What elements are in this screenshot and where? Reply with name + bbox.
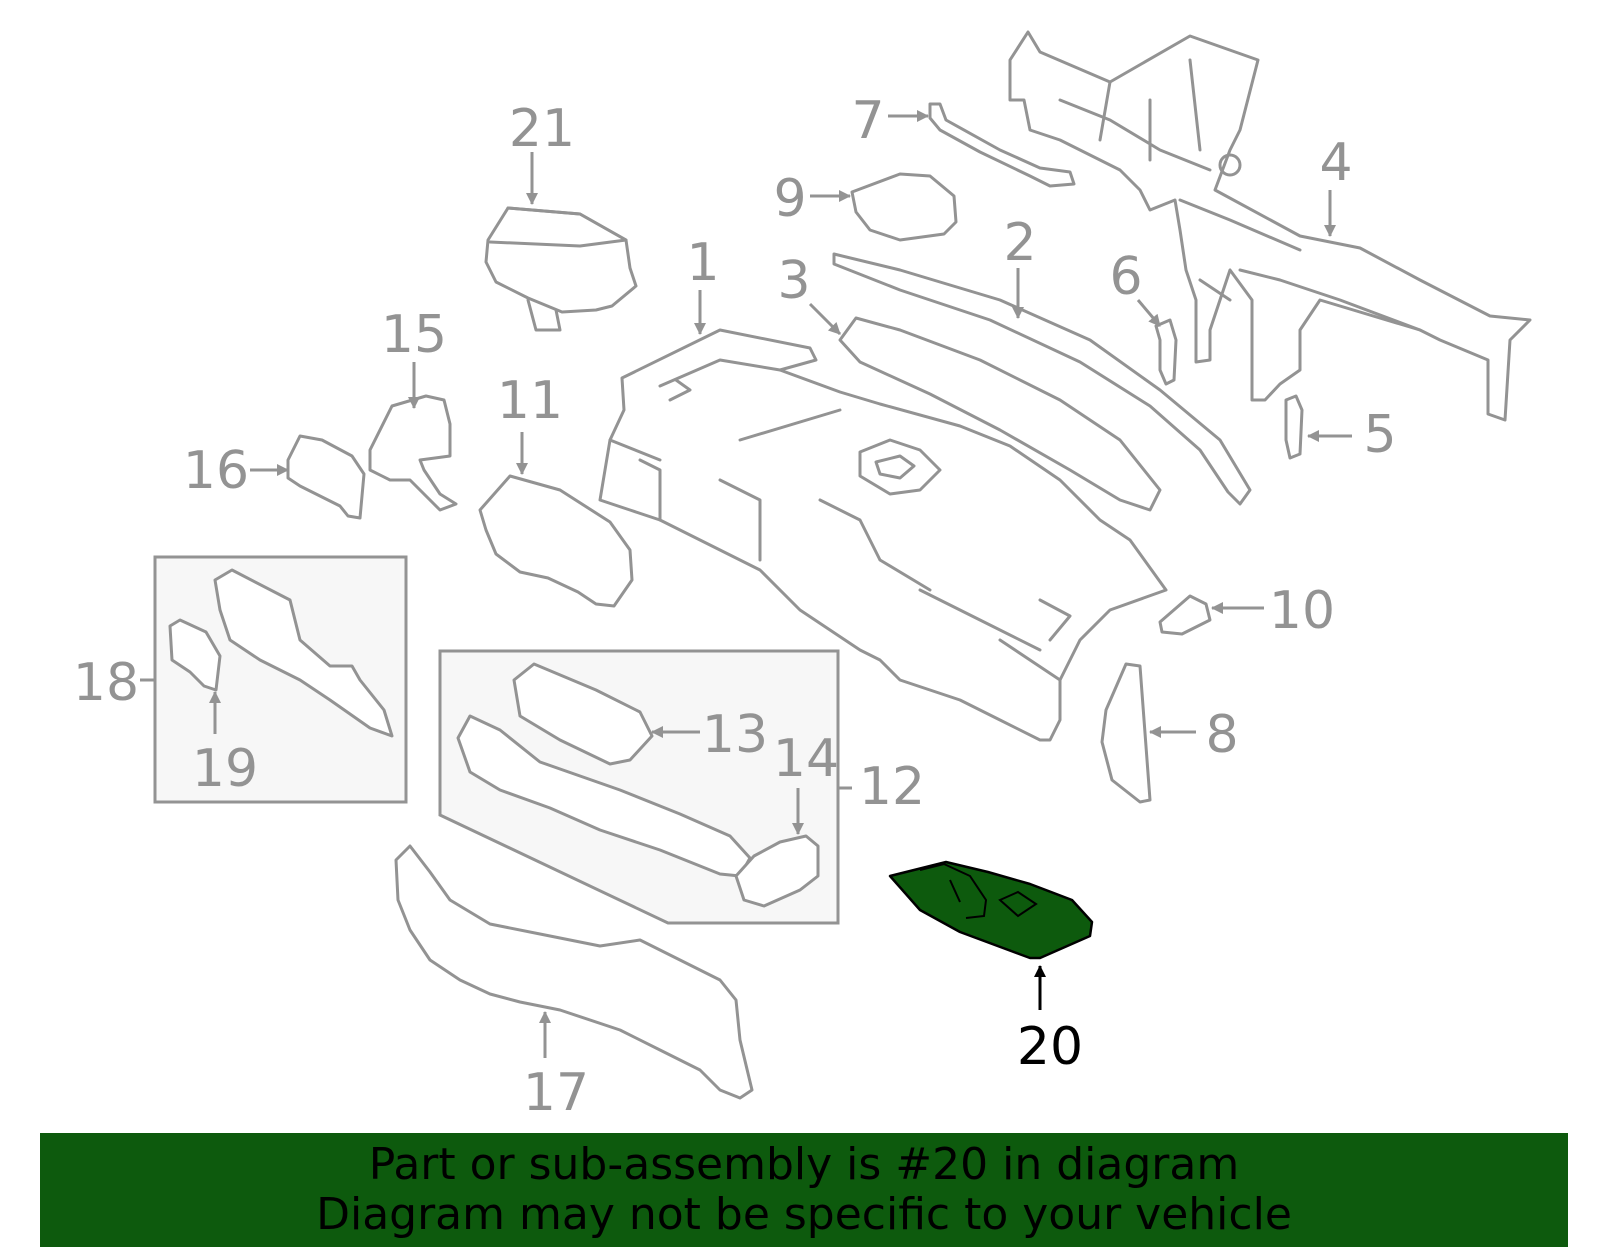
part-10-vent xyxy=(1158,594,1212,636)
part-13-vent xyxy=(512,662,654,766)
banner-line-2: Diagram may not be specific to your vehi… xyxy=(316,1189,1292,1240)
part-15-vent xyxy=(368,394,458,512)
label-12: 12 xyxy=(859,757,925,817)
label-1: 1 xyxy=(686,233,719,293)
part-19-cover xyxy=(168,618,222,692)
label-2: 2 xyxy=(1003,213,1036,273)
label-14: 14 xyxy=(773,729,839,789)
part-2-strip xyxy=(832,252,1252,506)
notice-banner: Part or sub-assembly is #20 in diagram D… xyxy=(40,1133,1568,1247)
part-5-bracket xyxy=(1284,394,1304,460)
label-6: 6 xyxy=(1109,247,1142,307)
part-6-bracket xyxy=(1154,318,1178,386)
label-5: 5 xyxy=(1363,405,1396,465)
banner-background xyxy=(40,1133,1568,1247)
part-11-cluster-hood xyxy=(478,474,634,608)
label-17: 17 xyxy=(523,1063,589,1123)
part-14-vent xyxy=(734,834,820,908)
part-4-crossmember xyxy=(1008,30,1532,422)
part-20-highlighted xyxy=(888,860,1094,960)
leader-arrows xyxy=(140,110,1352,1058)
label-8: 8 xyxy=(1205,705,1238,765)
part-16-bezel xyxy=(286,434,366,520)
label-9: 9 xyxy=(773,169,806,229)
label-7: 7 xyxy=(851,91,884,151)
part-8-side-cover xyxy=(1100,662,1152,804)
part-1-dashboard xyxy=(598,328,1168,742)
label-18: 18 xyxy=(73,653,139,713)
banner-line-1: Part or sub-assembly is #20 in diagram xyxy=(368,1139,1240,1190)
label-4: 4 xyxy=(1319,133,1352,193)
part-7-bracket xyxy=(928,102,1076,188)
label-21: 21 xyxy=(509,99,575,159)
label-15: 15 xyxy=(381,305,447,365)
part-3-defroster xyxy=(838,316,1162,512)
label-16: 16 xyxy=(183,441,249,501)
part-21-airbag xyxy=(484,206,638,332)
part-18-lower-panel xyxy=(213,568,394,738)
label-10: 10 xyxy=(1269,581,1335,641)
part-9-cover xyxy=(850,172,958,242)
label-20: 20 xyxy=(1017,1017,1083,1077)
label-11: 11 xyxy=(497,371,563,431)
label-3: 3 xyxy=(777,251,810,311)
label-13: 13 xyxy=(702,705,768,765)
part-17-lower-crash-pad xyxy=(394,844,754,1100)
label-19: 19 xyxy=(192,739,258,799)
